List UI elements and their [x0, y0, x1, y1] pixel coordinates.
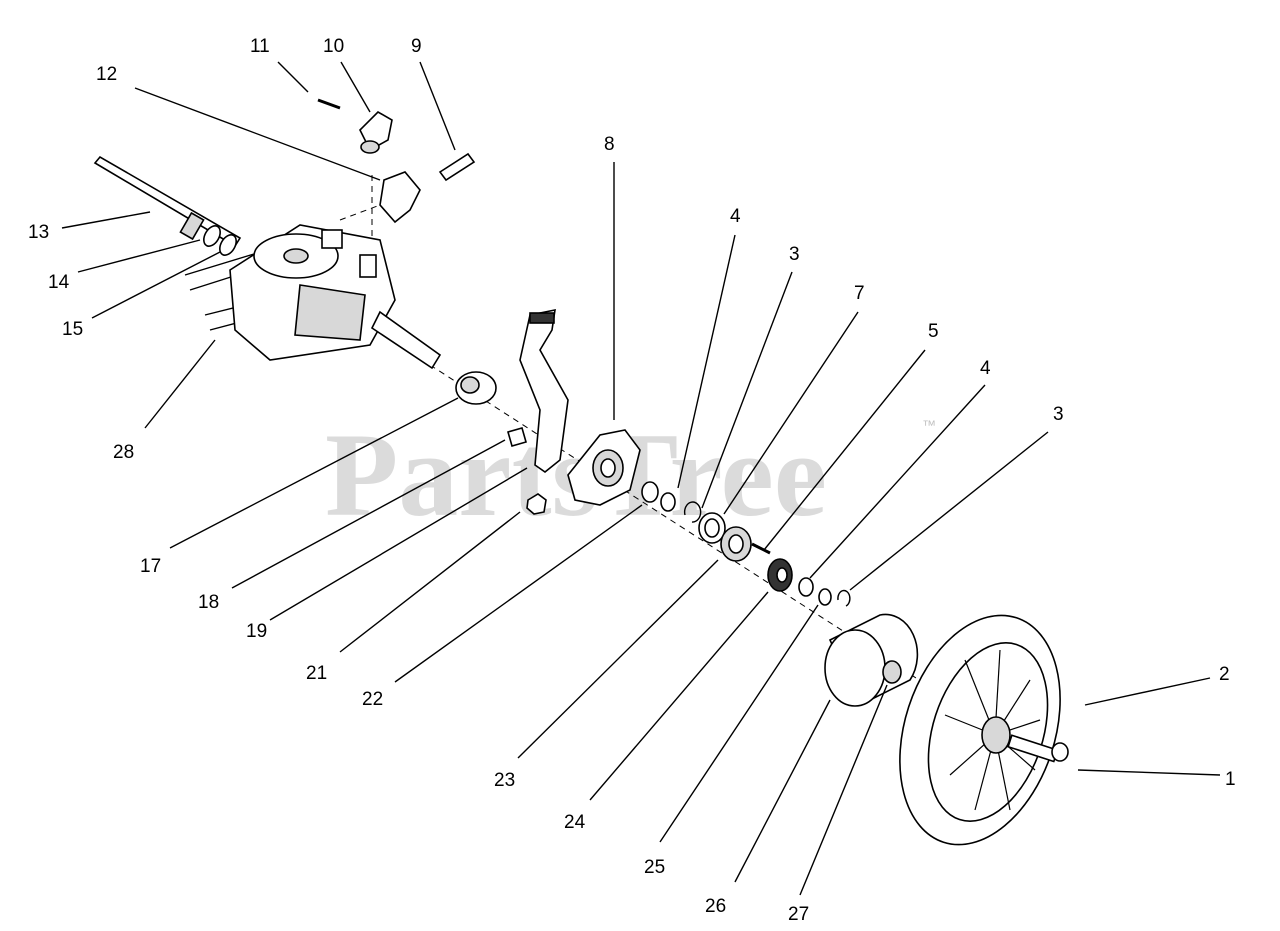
callout-24: 24 [564, 812, 586, 833]
callout-11: 11 [250, 36, 270, 57]
bushing [455, 371, 497, 405]
callout-23: 23 [494, 770, 515, 791]
watermark-trademark: ™ [922, 417, 936, 433]
callout-labels: 11 10 9 12 8 13 14 15 28 4 3 7 5 4 3 17 … [28, 36, 1236, 925]
callout-12: 12 [96, 64, 117, 85]
callout-13: 13 [28, 222, 49, 243]
drive-shaft [93, 155, 242, 256]
callout-22: 22 [362, 689, 383, 710]
callout-3-lower: 3 [1053, 404, 1064, 425]
callout-3-upper: 3 [789, 244, 800, 265]
callout-15: 15 [62, 319, 83, 340]
callout-2: 2 [1219, 664, 1230, 685]
leader-lines [61, 61, 1221, 896]
pinion-gear [751, 542, 793, 592]
callout-14: 14 [48, 272, 70, 293]
wheel-assembly [899, 614, 1069, 846]
pivot-plate [567, 429, 641, 506]
callout-1: 1 [1225, 769, 1236, 790]
wheel-cover [824, 613, 919, 707]
callout-4-upper: 4 [730, 206, 741, 227]
callout-18: 18 [198, 592, 219, 613]
callout-21: 21 [306, 663, 327, 684]
wheel-washers [798, 577, 851, 607]
callout-9: 9 [411, 36, 422, 57]
gearbox-housing [229, 224, 442, 370]
callout-26: 26 [705, 896, 726, 917]
callout-8: 8 [604, 134, 615, 155]
callout-19: 19 [246, 621, 267, 642]
callout-25: 25 [644, 857, 665, 878]
height-adjust-arm [519, 308, 569, 473]
shift-bracket [317, 98, 476, 224]
callout-27: 27 [788, 904, 809, 925]
callout-17: 17 [140, 556, 161, 577]
callout-7: 7 [854, 283, 865, 304]
bolt-and-nut [507, 427, 547, 515]
callout-10: 10 [323, 36, 344, 57]
callout-4-lower: 4 [980, 358, 991, 379]
callout-28: 28 [113, 442, 134, 463]
washers-bearings [641, 481, 752, 562]
callout-5: 5 [928, 321, 939, 342]
